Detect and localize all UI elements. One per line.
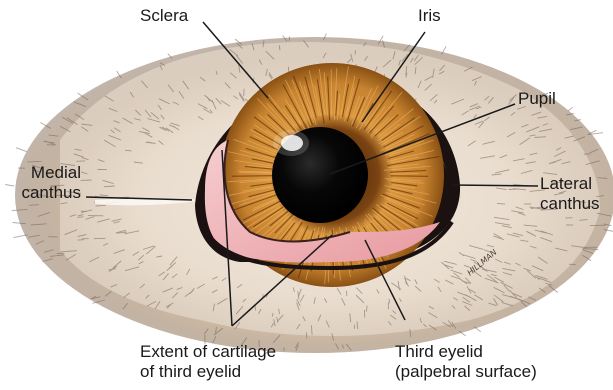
iris-fiber: [232, 176, 272, 177]
fur-stroke: [16, 148, 27, 152]
label-iris: Iris: [418, 6, 441, 26]
label-pupil: Pupil: [518, 89, 556, 109]
label-third-eyelid: Third eyelid (palpebral surface): [395, 342, 537, 382]
label-sclera: Sclera: [140, 6, 188, 26]
fur-stroke: [27, 161, 41, 162]
fur-stroke: [29, 205, 39, 206]
iris-fiber: [391, 176, 428, 177]
label-medial-canthus: Medial canthus: [6, 163, 81, 203]
fur-stroke: [415, 67, 416, 74]
fur-stroke: [389, 299, 390, 304]
fur-stroke: [78, 217, 84, 218]
fur-stroke: [568, 107, 572, 111]
fur-stroke: [306, 332, 307, 338]
label-lateral-canthus: Lateral canthus: [540, 174, 600, 214]
fur-stroke: [569, 264, 576, 265]
label-cartilage-extent: Extent of cartilage of third eyelid: [140, 342, 276, 382]
fur-stroke: [96, 205, 106, 206]
leader-line-lateral-canthus: [452, 185, 538, 186]
